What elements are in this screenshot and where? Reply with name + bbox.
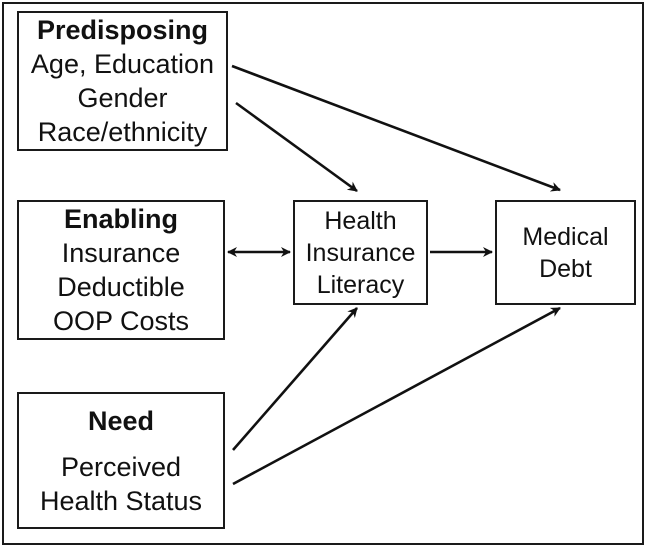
node-predisposing-line: Gender — [77, 83, 168, 113]
node-literacy-line: Insurance — [305, 238, 416, 267]
node-debt-line: Medical — [522, 222, 609, 251]
node-predisposing-line: Race/ethnicity — [37, 117, 208, 147]
node-need-line: Perceived — [60, 451, 182, 482]
node-need: Need Perceived Health Status — [17, 392, 225, 529]
diagram-frame — [2, 2, 644, 545]
node-need-line: Health Status — [39, 485, 203, 516]
node-health-insurance-literacy: Health Insurance Literacy — [293, 200, 428, 305]
node-literacy-line: Literacy — [316, 270, 405, 299]
node-medical-debt: Medical Debt — [495, 200, 636, 305]
node-need-title: Need — [87, 405, 155, 436]
node-debt-line: Debt — [539, 254, 592, 283]
node-predisposing: Predisposing Age, Education Gender Race/… — [17, 11, 228, 151]
node-enabling: Enabling Insurance Deductible OOP Costs — [17, 200, 225, 340]
node-enabling-line: Insurance — [61, 238, 181, 268]
node-enabling-line: Deductible — [57, 272, 185, 302]
node-enabling-title: Enabling — [64, 204, 178, 234]
node-enabling-line: OOP Costs — [52, 306, 190, 336]
node-literacy-line: Health — [324, 206, 397, 235]
node-predisposing-title: Predisposing — [36, 15, 209, 45]
node-predisposing-line: Age, Education — [30, 49, 215, 79]
